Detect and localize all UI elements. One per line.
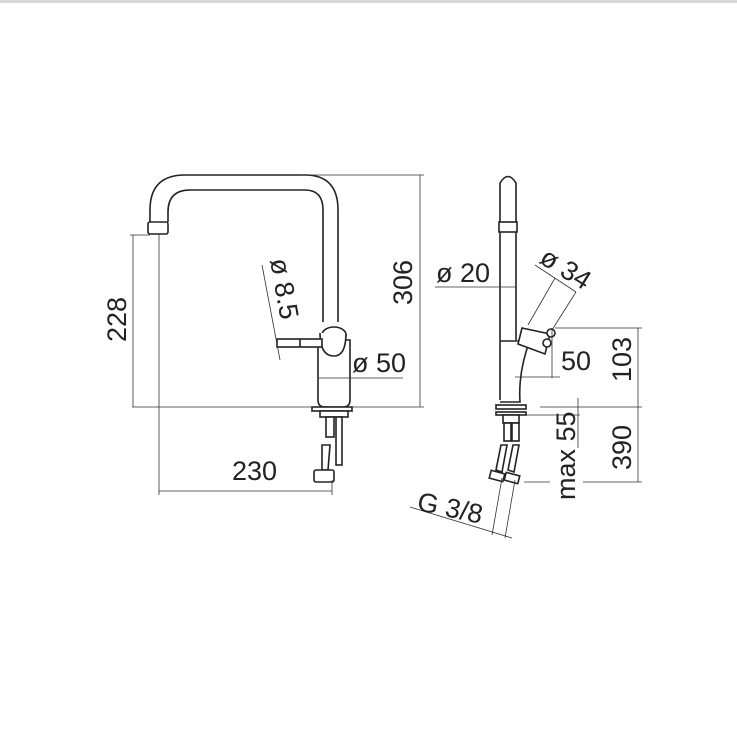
front-view-faucet: [147, 174, 353, 483]
dim-connection-label: G 3/8: [415, 487, 486, 530]
dim-handle-diameter-label: ø 34: [535, 242, 597, 296]
dim-390-label: 390: [607, 425, 637, 470]
top-border: [0, 0, 737, 3]
aerator: [147, 221, 169, 235]
dim-306-label: 306: [388, 260, 418, 305]
dim-228-label: 228: [102, 297, 132, 342]
side-view-faucet: [488, 175, 556, 485]
dim-50-label: 50: [561, 346, 591, 376]
front-view-dimensions: [130, 174, 424, 495]
dim-body-diameter-label: ø 50: [352, 348, 406, 378]
side-lever: [517, 327, 551, 356]
dim-lever-diameter-label: ø 8.5: [264, 256, 304, 322]
dim-max-55-label: max 55: [551, 411, 581, 500]
dim-230-label: 230: [232, 456, 277, 486]
dim-103-label: 103: [607, 337, 637, 382]
side-view-dimensions: [409, 264, 642, 539]
spout-ring: [498, 221, 518, 233]
dim-spout-diameter-label: ø 20: [436, 258, 490, 288]
